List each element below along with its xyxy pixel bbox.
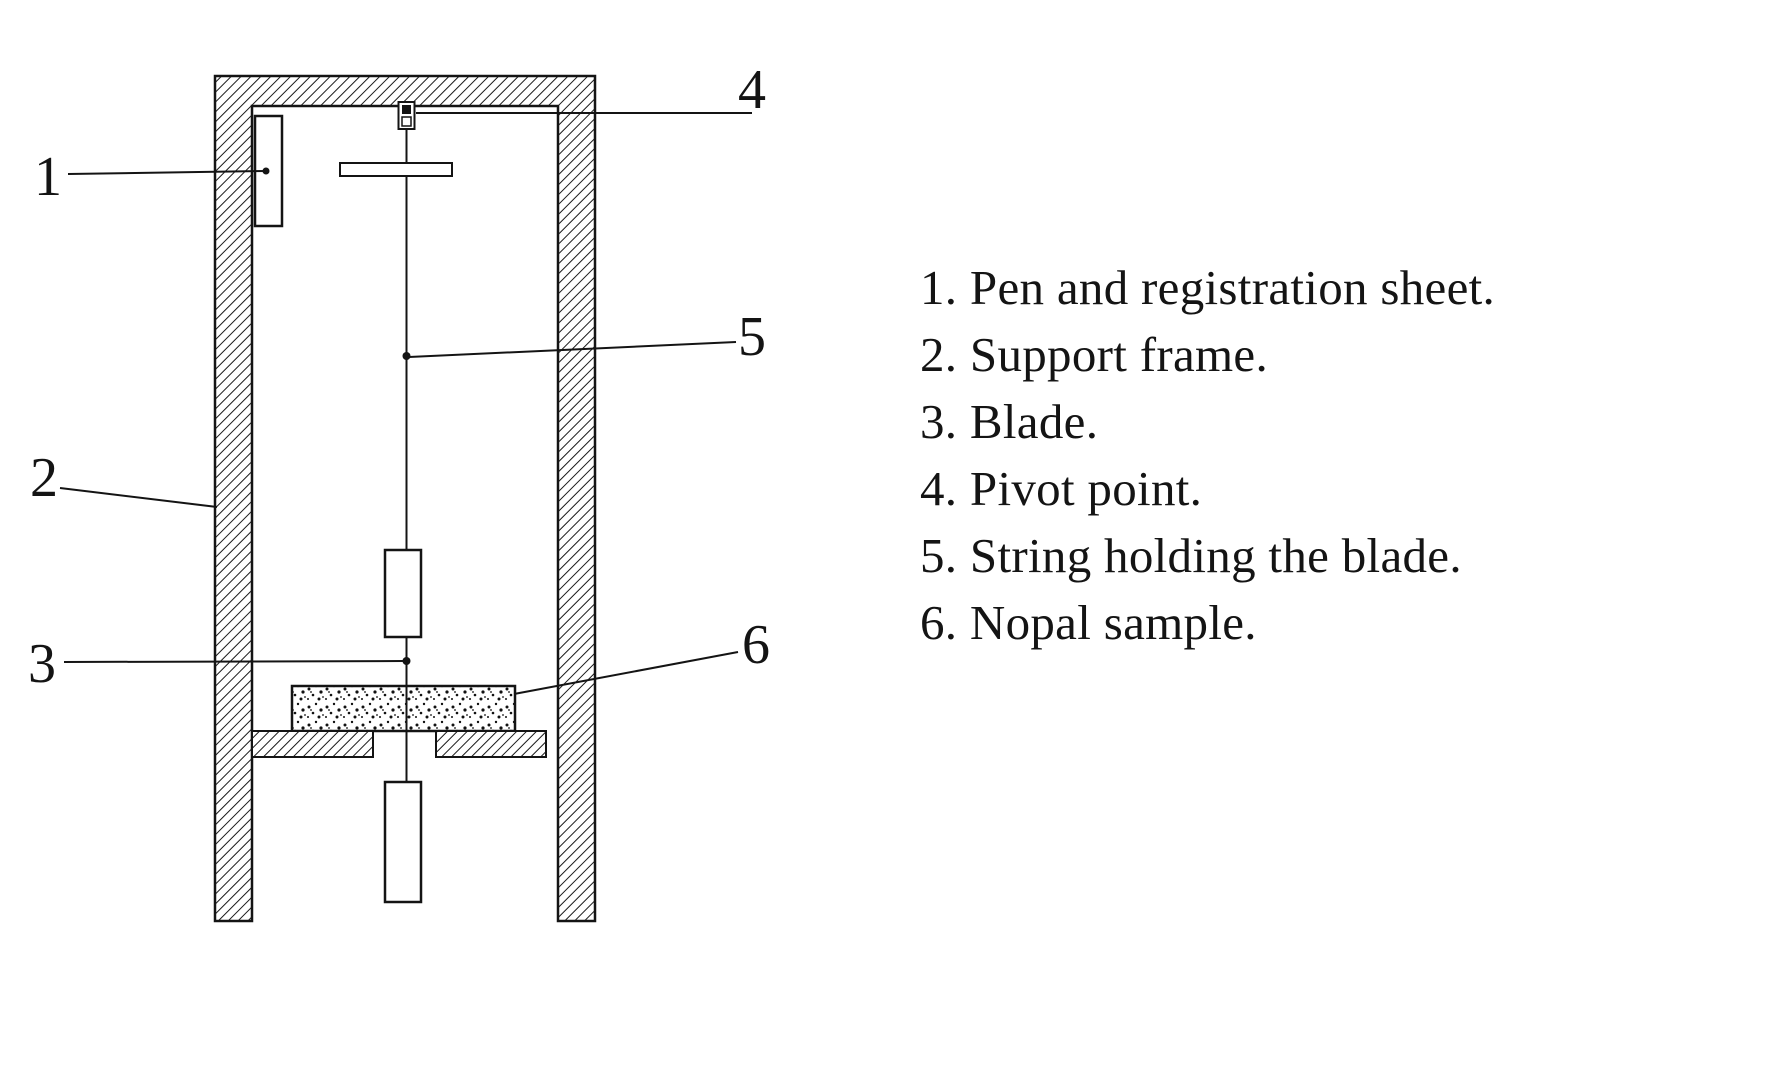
leader-line-2	[59, 487, 218, 508]
support-frame	[213, 74, 597, 923]
pivot-point	[397, 101, 416, 130]
callout-4: 4	[738, 59, 766, 121]
legend-item-2: 2. Support frame.	[920, 327, 1269, 382]
string-node-dot	[402, 352, 411, 360]
blade-tip-dot	[402, 657, 411, 665]
legend: 1. Pen and registration sheet. 2. Suppor…	[920, 254, 1495, 656]
legend-item-1: 1. Pen and registration sheet.	[920, 260, 1496, 315]
shelf-left	[251, 730, 374, 758]
shelf-right	[435, 730, 547, 758]
legend-item-3: 3. Blade.	[920, 394, 1099, 449]
nopal-sample	[290, 684, 517, 733]
legend-item-6: 6. Nopal sample.	[920, 595, 1257, 650]
legend-item-4: 4. Pivot point.	[920, 461, 1203, 516]
callout-5: 5	[738, 306, 766, 368]
lower-weight	[383, 780, 423, 904]
callout-2: 2	[30, 447, 58, 509]
callout-1: 1	[34, 146, 62, 208]
leader-line-3	[63, 660, 405, 663]
blade	[383, 548, 423, 639]
callout-6: 6	[742, 614, 770, 676]
legend-item-5: 5. String holding the blade.	[920, 528, 1462, 583]
leader-line-5	[408, 341, 737, 358]
leader-line-6	[513, 651, 739, 695]
leader-line-1	[67, 170, 267, 175]
pen-arm	[339, 162, 453, 177]
callout-3: 3	[28, 633, 56, 695]
